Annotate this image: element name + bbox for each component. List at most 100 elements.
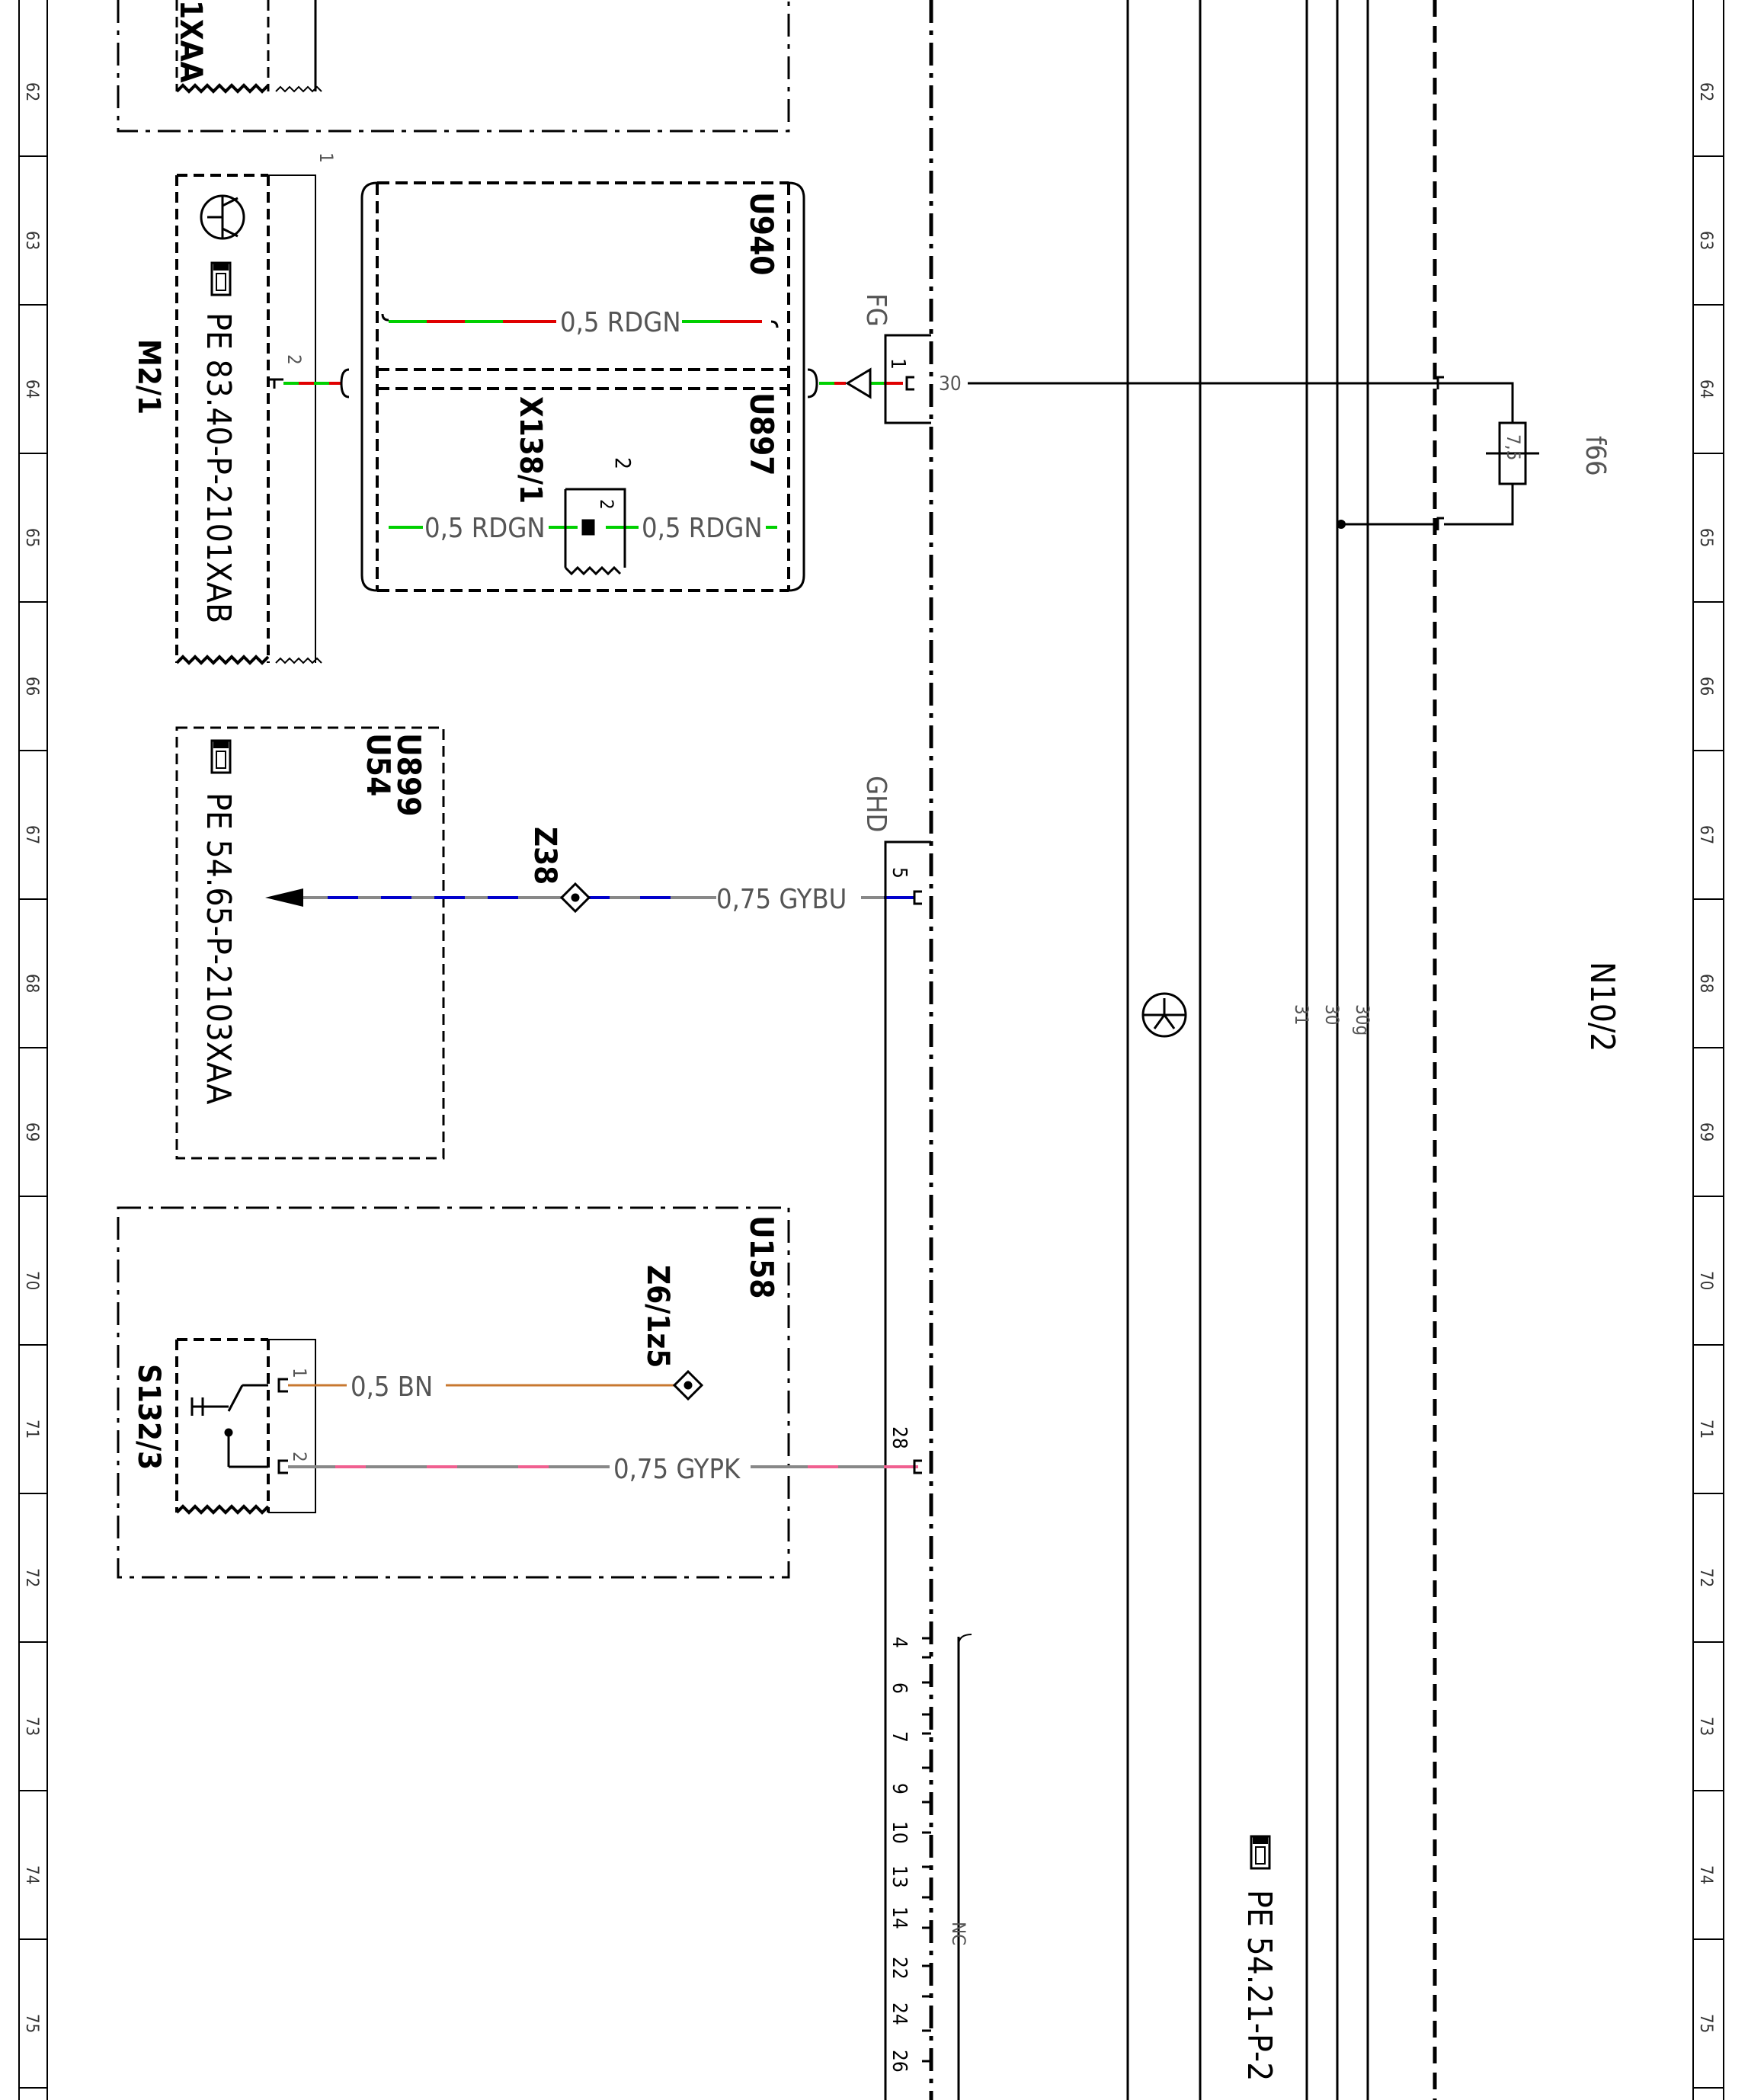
vertical-rails	[1126, 0, 1369, 2100]
u54-id: U54	[360, 733, 397, 796]
splice-bracket-left	[340, 368, 350, 399]
n10-2-ref: PE 54.21-P-2	[1240, 1890, 1279, 2081]
m2-1-box	[175, 174, 322, 665]
hand-reference-icon	[210, 739, 232, 774]
z6-1z5-id: Z6/1z5	[640, 1265, 675, 1368]
f66-id: f66	[1580, 436, 1611, 476]
s132-3-pin-1: 1	[289, 1368, 310, 1378]
arrow-left-icon	[265, 888, 303, 907]
u899-box	[175, 726, 445, 1160]
ghd-wire-label: 0,75 GYBU	[716, 884, 847, 915]
x138-1-pin: 2	[610, 457, 635, 469]
ground-transistor-icon	[1141, 992, 1187, 1038]
row-66-right: 66	[1696, 677, 1715, 696]
u158-id: U158	[743, 1215, 780, 1299]
n10-2-id: N10/2	[1583, 962, 1622, 1052]
f66-rating: 7,5	[1503, 434, 1524, 460]
row-63-left: 63	[22, 231, 41, 250]
nc-pin: 24	[888, 2002, 911, 2025]
splice-bracket-right	[807, 368, 818, 399]
f66-junction-dot	[1337, 520, 1346, 529]
row-72-left: 72	[22, 1568, 41, 1587]
nc-pin-labels: 4 6 7 9 10 13 14 22 24 26	[888, 1637, 911, 2073]
u897-id: U897	[743, 392, 780, 476]
row-71-right: 71	[1696, 1420, 1715, 1439]
fg-ground-triangle	[845, 367, 872, 399]
x138-left-wire-label: 0,5 RDGN	[424, 513, 546, 544]
nc-pin: 9	[888, 1783, 911, 1794]
m2-1-id: M2/1	[131, 339, 166, 415]
wire-s132-bn-label: 0,5 BN	[351, 1372, 433, 1403]
s132-3-pin-2: 2	[289, 1452, 310, 1462]
row-74-right: 74	[1696, 1865, 1715, 1884]
fg-terminal: 30	[939, 373, 962, 395]
fg-connector-box	[884, 334, 931, 424]
u940-wire	[381, 313, 779, 328]
row-75-right: 75	[1696, 2014, 1715, 2033]
ghd-connector-id: GHD	[860, 776, 892, 832]
nc-group	[922, 1634, 972, 2100]
pin-28-label: 28	[888, 1426, 911, 1449]
bus-label-31: 31	[1291, 1004, 1312, 1025]
left-border	[18, 0, 48, 2100]
row-64-right: 64	[1696, 379, 1715, 399]
nc-label: NC	[948, 1922, 969, 1945]
row-68-left: 68	[22, 974, 41, 993]
m2-1-pin-2-connector	[268, 378, 283, 389]
nc-pin: 6	[888, 1682, 911, 1694]
u940-u897-brackets	[360, 181, 805, 592]
row-70-left: 70	[22, 1271, 41, 1290]
border-ticks	[19, 155, 1724, 2089]
x138-1-pin-inner: 2	[596, 499, 617, 510]
row-75-left: 75	[22, 2014, 41, 2033]
s132-3-pin-connectors	[277, 1378, 288, 1474]
nc-pin: 7	[888, 1731, 911, 1743]
row-69-right: 69	[1696, 1122, 1715, 1141]
ground-transistor-icon	[200, 194, 245, 240]
nc-pin: 13	[888, 1865, 911, 1888]
right-border	[1692, 0, 1724, 2100]
hand-reference-icon	[210, 261, 232, 296]
f66-fuse	[1341, 376, 1539, 530]
switch-icon	[190, 1384, 268, 1468]
s132-3-id: S132/3	[131, 1364, 166, 1470]
s132-3-box	[175, 1338, 316, 1515]
row-69-left: 69	[22, 1122, 41, 1141]
row-65-left: 65	[22, 528, 41, 547]
u899-ref: PE 54.65-P-2103XAA	[199, 792, 238, 1104]
splice-diamond-icon	[559, 882, 591, 914]
row-73-right: 73	[1696, 1717, 1715, 1736]
row-67-left: 67	[22, 825, 41, 844]
ghd-pin: 5	[888, 867, 911, 879]
row-67-right: 67	[1696, 825, 1715, 844]
x138-1-connector	[564, 488, 626, 576]
row-64-left: 64	[22, 379, 41, 399]
row-63-right: 63	[1696, 231, 1715, 250]
nc-pin: 10	[888, 1821, 911, 1844]
ghd-connector-box	[884, 840, 931, 2100]
top-component-box	[117, 0, 790, 133]
u899-id: U899	[390, 733, 427, 817]
u158-box	[117, 1206, 790, 1579]
u940-u897-box	[376, 181, 790, 592]
m2-1-pin-2: 2	[283, 354, 305, 365]
nc-pin: 26	[888, 2050, 911, 2073]
row-62-right: 62	[1696, 82, 1715, 101]
row-73-left: 73	[22, 1717, 41, 1736]
wire-s132-gypk-label: 0,75 GYPK	[613, 1454, 741, 1485]
m2-1-pin-1: 1	[315, 152, 337, 163]
nc-pin: 4	[888, 1637, 911, 1648]
nc-pin: 22	[888, 1957, 911, 1980]
u940-id: U940	[743, 192, 780, 276]
fg-connector-id: FG	[860, 293, 892, 327]
x138-right-wire-label: 0,5 RDGN	[642, 513, 763, 544]
row-numbers: 62 62 63 63 64 64 65 65 66 66 67 67 68 6…	[22, 82, 1715, 2033]
pin-28-connector	[913, 1459, 922, 1474]
hand-reference-icon	[1250, 1835, 1271, 1870]
m2-1-ref: PE 83.40-P-2101XAB	[199, 312, 238, 623]
row-66-left: 66	[22, 677, 41, 696]
fg-pin: 1	[886, 358, 909, 370]
row-62-left: 62	[22, 82, 41, 101]
z38-id: Z38	[527, 827, 562, 885]
